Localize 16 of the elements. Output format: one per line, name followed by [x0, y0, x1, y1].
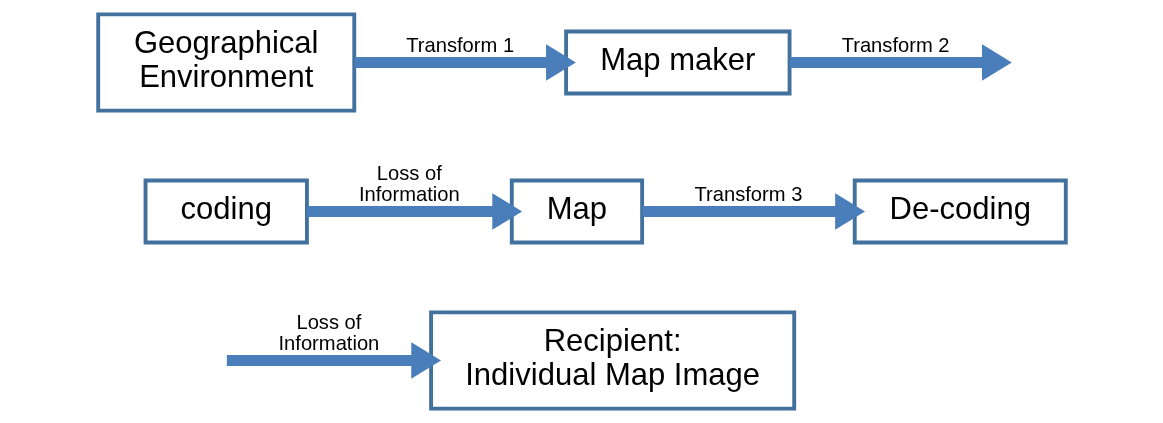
- arrow: [641, 193, 865, 230]
- node-box: De-coding: [852, 178, 1068, 245]
- edge-label: Transform 3: [693, 183, 802, 206]
- edge-label: Transform 1: [405, 34, 514, 57]
- node-box: Map maker: [563, 29, 791, 96]
- edge-label: Transform 2: [841, 34, 950, 57]
- node-box: Map: [509, 178, 644, 245]
- node-box: Geographical Environment: [95, 12, 356, 113]
- arrow: [306, 193, 522, 230]
- node-box: coding: [143, 178, 309, 245]
- edge-label: Loss of Information: [278, 310, 379, 355]
- arrow: [353, 44, 576, 81]
- arrow: [226, 342, 441, 379]
- node-box: Recipient: Individual Map Image: [428, 310, 796, 411]
- arrow: [789, 44, 1012, 81]
- edge-label: Loss of Information: [358, 161, 460, 206]
